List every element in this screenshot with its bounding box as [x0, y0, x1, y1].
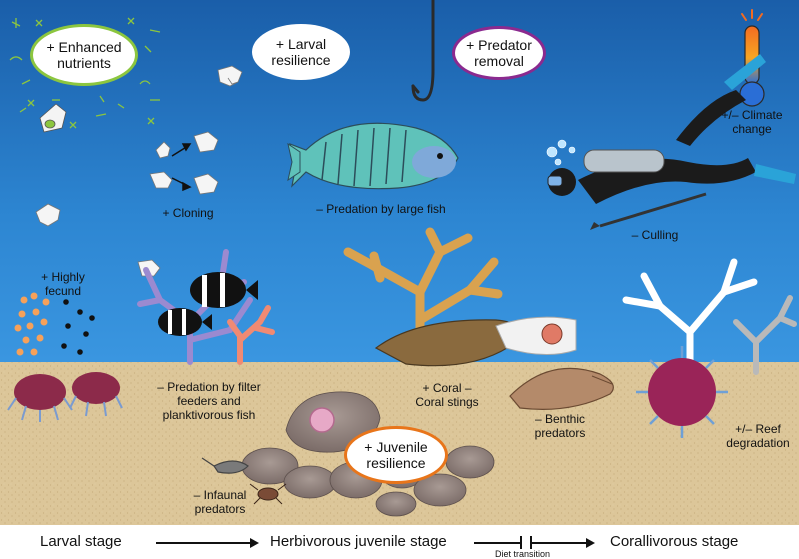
highly-fecund-label: + Highly fecund [41, 270, 85, 298]
juvenile-resilience-label: + Juvenile resilience [364, 439, 428, 471]
crown-of-thorns-starfish-icon [7, 372, 123, 422]
infaunal-predators-label: – Infaunal predators [193, 488, 247, 516]
larva-icon [137, 259, 161, 277]
napoleon-wrasse-icon [287, 122, 459, 190]
larva-icon [39, 103, 67, 133]
cloning-larvae-icon [149, 131, 219, 195]
enhanced-nutrients-label: + Enhanced nutrients [46, 39, 122, 71]
branching-coral-pink-icon [227, 305, 275, 365]
fishing-hook-icon [411, 0, 435, 102]
crown-of-thorns-starfish-icon [636, 346, 728, 438]
culling-label: – Culling [631, 228, 679, 242]
eggs-icon [14, 292, 50, 356]
grey-coral-icon [733, 295, 797, 375]
cloning-label: + Cloning [162, 206, 214, 220]
diet-transition-break-icon [520, 536, 532, 549]
larva-icon [217, 65, 243, 87]
enhanced-nutrients-bubble: + Enhanced nutrients [30, 24, 138, 86]
arrow-larval-to-juvenile [156, 542, 252, 544]
coral-label: + Coral – Coral stings [415, 381, 479, 409]
juvenile-resilience-bubble: + Juvenile resilience [344, 426, 448, 484]
filter-feeders-label: – Predation by filter feeders and plankt… [157, 380, 261, 422]
predator-removal-bubble: + Predator removal [452, 26, 546, 80]
diet-transition-label: Diet transition [495, 549, 551, 559]
bleached-coral-icon [622, 258, 758, 376]
arrow-head-icon [586, 538, 595, 548]
stage-timeline: Larval stage Herbivorous juvenile stage … [0, 525, 799, 559]
scuba-diver-icon [546, 54, 796, 230]
larval-stage-label: Larval stage [40, 533, 122, 550]
predation-large-fish-label: – Predation by large fish [316, 202, 446, 216]
sperm-icon [61, 299, 95, 355]
reef-degradation-label: +/– Reef degradation [726, 422, 790, 450]
juvenile-starfish-icon [309, 407, 335, 433]
plankton-icon [9, 17, 161, 129]
triton-snail-icon [509, 367, 614, 410]
larval-resilience-bubble: + Larval resilience [252, 24, 350, 80]
larva-icon [35, 203, 61, 227]
corallivorous-stage-label: Corallivorous stage [610, 533, 739, 550]
damselfish-icon [158, 272, 258, 336]
juvenile-stage-label: Herbivorous juvenile stage [270, 533, 447, 550]
larval-resilience-label: + Larval resilience [271, 36, 331, 68]
staghorn-coral-icon [343, 227, 503, 357]
predator-removal-label: + Predator removal [466, 37, 532, 69]
plate-coral-icon [374, 316, 577, 367]
crab-icon [249, 483, 287, 505]
climate-change-label: +/– Climate change [721, 108, 783, 136]
arrow-head-icon [250, 538, 259, 548]
shrimp-icon [201, 457, 249, 474]
benthic-predators-label: – Benthic predators [534, 412, 586, 440]
cloning-arrow-icon [171, 143, 192, 192]
